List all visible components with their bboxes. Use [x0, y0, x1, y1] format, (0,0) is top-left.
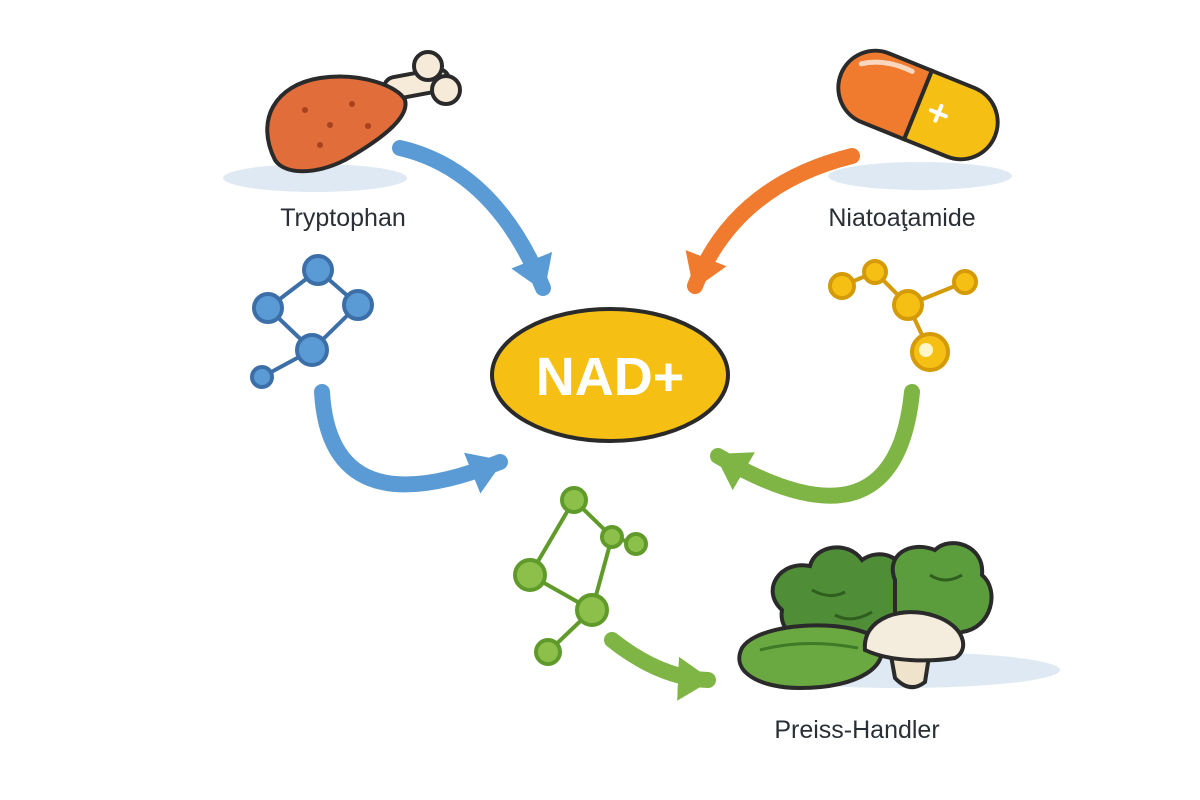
arrow-tryptophan-to-nad [392, 140, 553, 296]
preiss-handler-label: Preiss-Handler [774, 716, 939, 744]
blue-molecule-icon [250, 254, 374, 389]
nad-node: NAD+ [490, 307, 730, 443]
nad-ellipse [490, 307, 730, 443]
arrow-niatoatamide-to-nad [685, 148, 860, 294]
vegetables-icon [737, 541, 994, 691]
drumstick-shadow [223, 164, 407, 192]
chicken-drumstick-icon [265, 50, 462, 174]
arrow-green-molecule-to-vegetables [604, 632, 716, 701]
arrow-yellow-molecule-to-nad [710, 384, 920, 504]
niatoatamide-label: Niatoaţamide [828, 204, 975, 232]
green-molecule-icon [513, 486, 648, 666]
tryptophan-label: Tryptophan [280, 204, 406, 232]
arrow-blue-molecule-to-nad [314, 384, 508, 494]
capsule-icon [836, 48, 1000, 162]
nad-label: NAD+ [536, 347, 685, 407]
yellow-molecule-icon [828, 259, 978, 372]
capsule-shadow [828, 162, 1012, 190]
